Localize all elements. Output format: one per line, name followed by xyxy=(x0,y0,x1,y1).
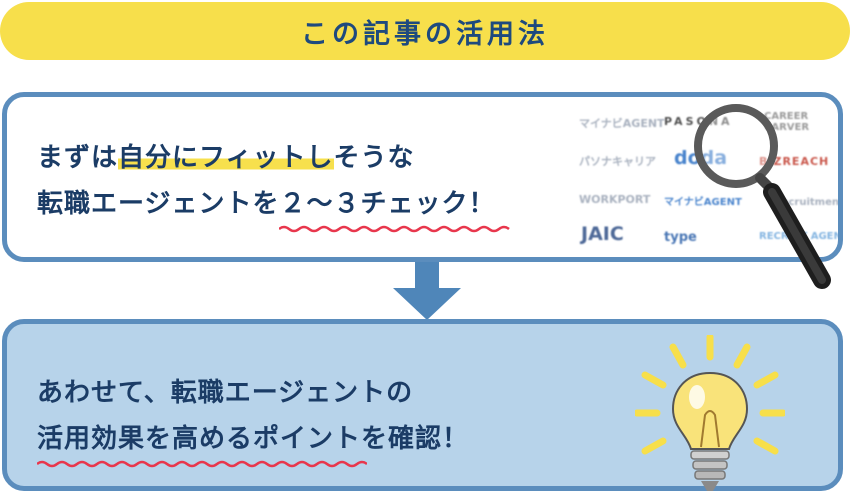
step2-line2-wavy-text: 活用効果を高めるポイント xyxy=(37,424,362,454)
logo-10: type xyxy=(664,230,697,245)
down-arrow-icon xyxy=(393,262,461,320)
step2-line2-post: を確認！ xyxy=(361,424,470,454)
wavy-underline-2 xyxy=(37,460,367,468)
step1-text: まずは自分にフィットしそうな 転職エージェントを２～３チェック！ xyxy=(37,135,511,233)
magnifier-icon xyxy=(694,104,831,289)
step2-line2: 活用効果を高めるポイントを確認！ xyxy=(37,416,470,468)
step2-line1: あわせて、転職エージェントの xyxy=(37,378,414,408)
step1-line1-highlight: 自分にフィットし xyxy=(118,143,334,173)
step1-line1: まずは自分にフィットしそうな xyxy=(37,135,496,181)
logo-3: パソナキャリア xyxy=(579,155,656,168)
logo-8: Recruitment xyxy=(774,197,843,208)
logo-5: BIZREACH xyxy=(759,155,830,168)
logo-9: JAIC xyxy=(581,223,624,245)
step1-line2-wavy: ２～３チェック！ xyxy=(279,181,511,233)
wavy-underline-1 xyxy=(279,225,511,233)
step1-line2-wavy-text: ２～３チェック！ xyxy=(279,189,496,219)
lightbulb-icon xyxy=(635,335,785,491)
header-banner: この記事の活用法 xyxy=(0,2,850,60)
logo-0: マイナビAGENT xyxy=(579,117,665,130)
step1-line2-pre: 転職エージェントを xyxy=(37,189,280,219)
step1-line1-pre: まずは xyxy=(37,143,119,173)
logo-2: CAREER CARVER xyxy=(764,111,810,133)
step1-line1-post: そうな xyxy=(333,143,415,173)
step2-line2-wavy: 活用効果を高めるポイント xyxy=(37,416,367,468)
page-title: この記事の活用法 xyxy=(301,18,549,50)
logo-6: WORKPORT xyxy=(579,193,651,206)
step1-line2: 転職エージェントを２～３チェック！ xyxy=(37,181,511,233)
logo-7: マイナビAGENT xyxy=(664,197,742,208)
step2-text: あわせて、転職エージェントの 活用効果を高めるポイントを確認！ xyxy=(37,370,470,468)
